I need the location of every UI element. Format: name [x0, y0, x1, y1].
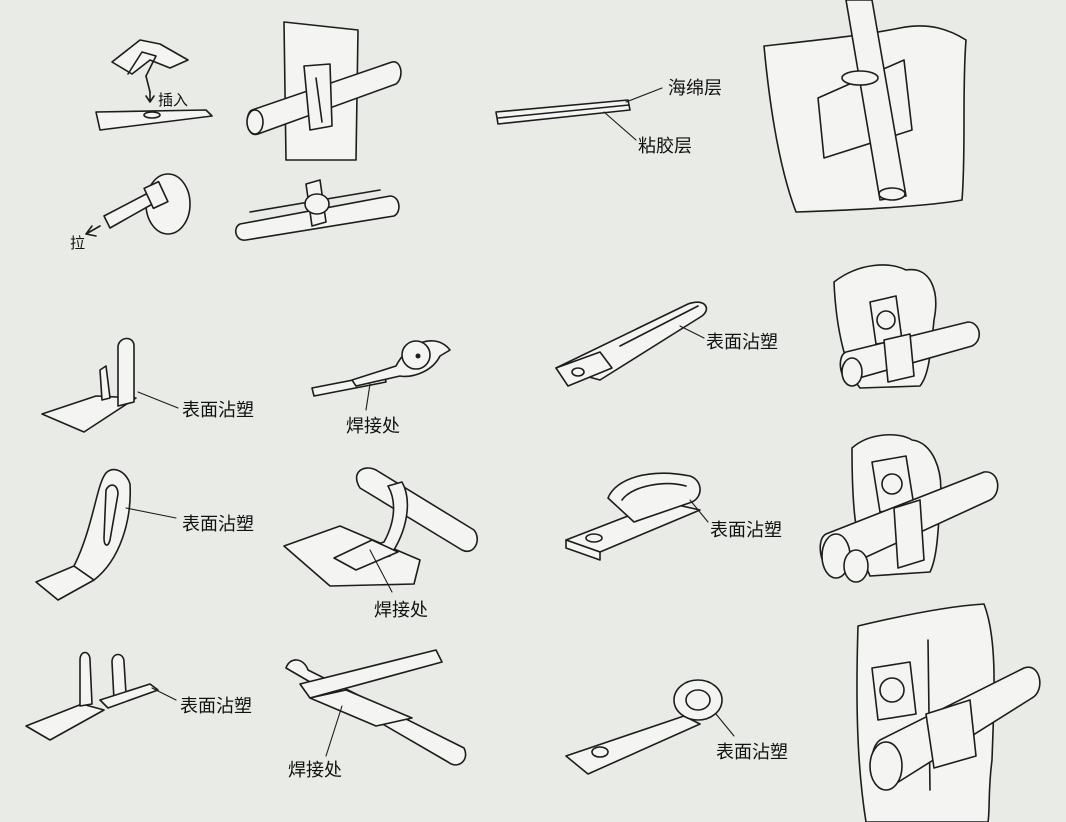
weld-point-label-1: 焊接处 — [346, 416, 400, 437]
wall-clamp-figure — [856, 603, 1041, 822]
sponge-strip-figure: 海绵层 粘胶层 — [495, 78, 722, 157]
welded-bar-plate-figure: 焊接处 — [283, 467, 478, 621]
surface-plastic-label-1: 表面沾塑 — [182, 400, 254, 421]
adhesive-layer-label: 粘胶层 — [638, 136, 692, 157]
bent-strap-1-figure: 表面沾塑 — [41, 337, 254, 433]
welded-tab-1-figure: 焊接处 — [311, 340, 451, 437]
clip-insert-figure: 插入 — [95, 39, 213, 131]
hooked-tab-figure: 表面沾塑 — [565, 472, 782, 561]
double-prong-strap-figure: 表面沾塑 — [25, 651, 252, 741]
wall-sponge-bar-figure — [763, 0, 967, 213]
welded-bar-strip-figure: 焊接处 — [285, 649, 467, 781]
cable-tie-figure: 拉 — [70, 173, 191, 252]
tied-bars-figure — [234, 179, 400, 241]
surface-plastic-label-3: 表面沾塑 — [182, 514, 254, 535]
weld-point-label-3: 焊接处 — [288, 760, 342, 781]
bolt-clamp-2-figure — [819, 433, 999, 583]
surface-plastic-label-2: 表面沾塑 — [706, 332, 778, 353]
sponge-layer-label: 海绵层 — [668, 78, 722, 99]
loop-strap-figure: 表面沾塑 — [35, 468, 254, 601]
insert-label: 插入 — [158, 91, 188, 109]
looped-tab-figure: 表面沾塑 — [565, 679, 788, 775]
surface-plastic-label-4: 表面沾塑 — [710, 520, 782, 541]
surface-plastic-label-5: 表面沾塑 — [180, 696, 252, 717]
weld-point-label-2: 焊接处 — [374, 600, 428, 621]
bar-clip-plate-figure — [246, 21, 402, 161]
surface-plastic-label-6: 表面沾塑 — [716, 742, 788, 763]
long-tab-1-figure: 表面沾塑 — [555, 301, 778, 387]
bolt-clamp-1-figure — [833, 264, 980, 389]
pull-label: 拉 — [70, 234, 85, 252]
